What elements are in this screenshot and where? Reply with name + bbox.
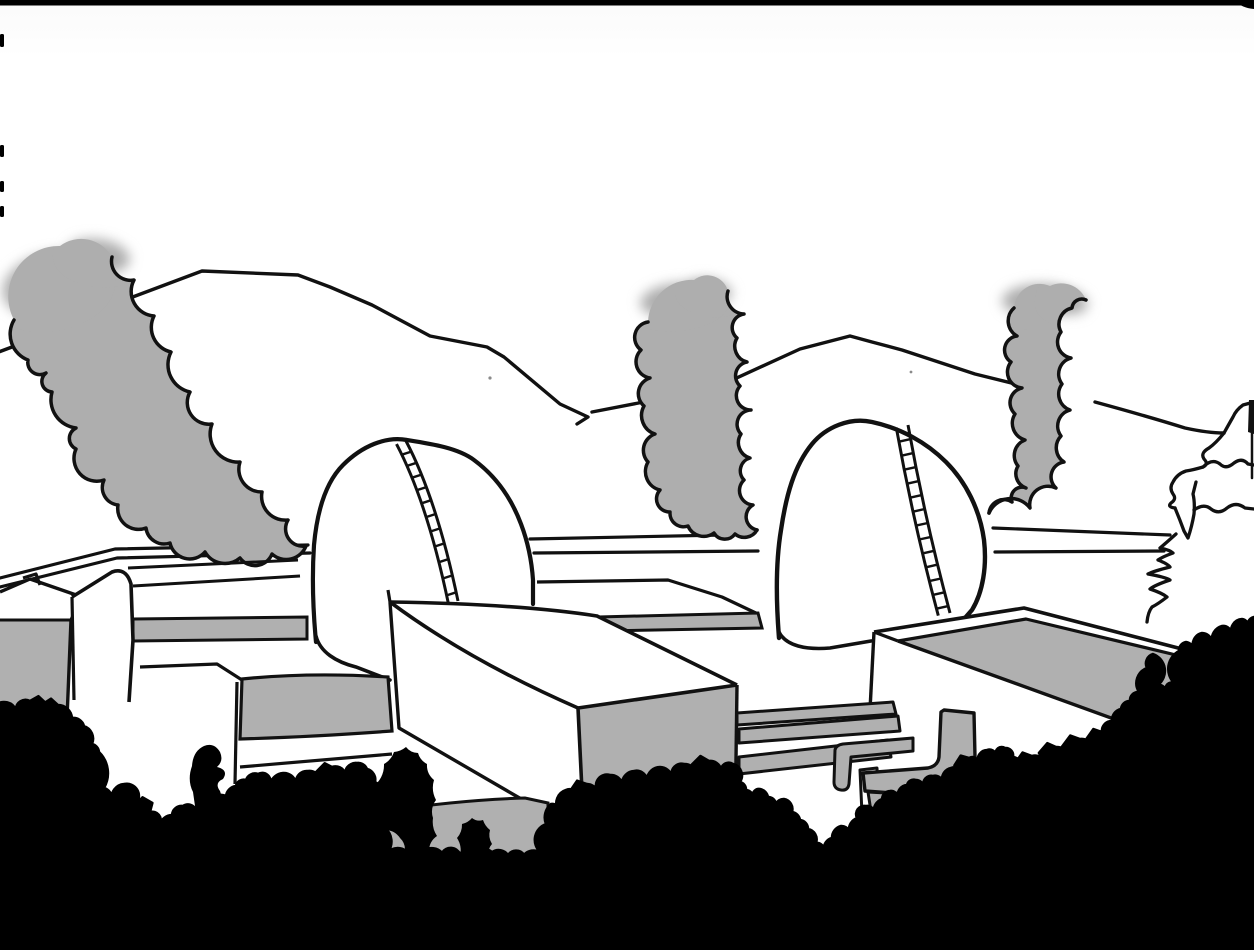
outline-stroke	[71, 569, 135, 703]
top-right-corner-mark	[1233, 0, 1254, 9]
shape-rect	[0, 34, 4, 47]
reactor-dome-right	[774, 418, 988, 651]
shape-rect	[0, 181, 4, 192]
tree-inner-squiggle-2	[1192, 502, 1254, 514]
bush-head-1	[189, 744, 225, 820]
outline-stroke	[70, 596, 76, 701]
house	[72, 570, 133, 705]
middle-box-top	[390, 602, 737, 708]
top-border-bar	[0, 0, 1254, 6]
outline-stroke	[239, 752, 393, 769]
outline-stroke	[8, 238, 307, 566]
outline-stroke	[404, 440, 460, 602]
bush-bump-3	[457, 818, 492, 856]
reactor-dome-left	[310, 437, 536, 682]
long-building-gray-band	[131, 615, 309, 643]
shape-rect	[0, 206, 4, 217]
dome-left-ladder	[395, 440, 460, 605]
pipe-rack-1	[735, 700, 898, 727]
outline-stroke	[898, 437, 949, 610]
tree-edge-bar	[1248, 400, 1254, 434]
box1-face-gray	[0, 620, 71, 719]
outline-stroke	[312, 439, 533, 648]
outline-stroke	[725, 289, 759, 532]
outline-stroke	[233, 681, 239, 785]
outline-stroke	[868, 631, 876, 711]
outline-stroke	[389, 600, 738, 687]
outline-stroke	[894, 427, 940, 616]
outline-stroke	[532, 549, 760, 555]
smoke-soft-cap	[2, 252, 102, 318]
outline-stroke	[139, 662, 243, 682]
outline-stroke	[395, 443, 450, 605]
left-edge-marks	[0, 34, 4, 217]
dome-right-skirt	[777, 630, 873, 651]
middle-box-front	[390, 602, 584, 833]
outline-stroke	[0, 577, 31, 594]
outline-stroke	[109, 255, 308, 549]
outline-stroke	[987, 306, 1028, 515]
speck-dot	[909, 370, 913, 374]
outline-stroke	[989, 283, 1086, 513]
smoke-plume-left	[2, 238, 308, 568]
outline-stroke	[906, 424, 952, 614]
dome-right-ladder	[894, 424, 952, 616]
tree-line-right	[1145, 400, 1254, 624]
smoke-plume-middle	[632, 275, 759, 541]
speck-dot	[488, 376, 492, 380]
mid-yard	[536, 578, 764, 633]
box1-arrow	[22, 572, 42, 586]
smoke-plume-right	[987, 283, 1088, 515]
box1-top	[0, 579, 82, 608]
smoke-soft-cap	[688, 278, 732, 304]
outline-stroke	[401, 450, 457, 597]
smoke-soft-cap	[66, 238, 130, 274]
bush-head-2	[376, 747, 437, 857]
outline-stroke	[8, 318, 308, 568]
outline-stroke	[632, 320, 759, 541]
pipe-rack-2	[737, 714, 902, 745]
outline-stroke	[774, 418, 988, 641]
outline-stroke	[873, 630, 899, 643]
left-building-cluster	[0, 558, 309, 720]
outline-stroke	[987, 297, 1088, 515]
outline-stroke	[388, 600, 579, 710]
smoke-soft-cap	[1048, 289, 1088, 315]
outline-stroke	[991, 526, 1172, 537]
outline-stroke	[528, 533, 724, 541]
outline-stroke	[127, 558, 299, 570]
outline-stroke	[634, 275, 757, 540]
tree-lower-jag	[1145, 532, 1178, 624]
outline-stroke	[386, 589, 392, 603]
outline-stroke	[536, 578, 759, 616]
tree-inner-squiggle-1	[1201, 458, 1254, 469]
foliage-silhouette	[0, 615, 1254, 950]
tree-left-jag	[1168, 431, 1226, 510]
outline-stroke	[310, 437, 536, 645]
center-platform	[139, 662, 394, 785]
tree-notch	[1173, 480, 1198, 540]
pipe-elbow	[832, 736, 915, 792]
outline-stroke	[132, 574, 301, 588]
shape-rect	[0, 145, 4, 157]
outline-stroke	[993, 549, 1166, 554]
dome-left-skirt	[314, 634, 392, 682]
platform-gray-front	[238, 673, 394, 741]
tree-top-edge	[1222, 400, 1254, 435]
